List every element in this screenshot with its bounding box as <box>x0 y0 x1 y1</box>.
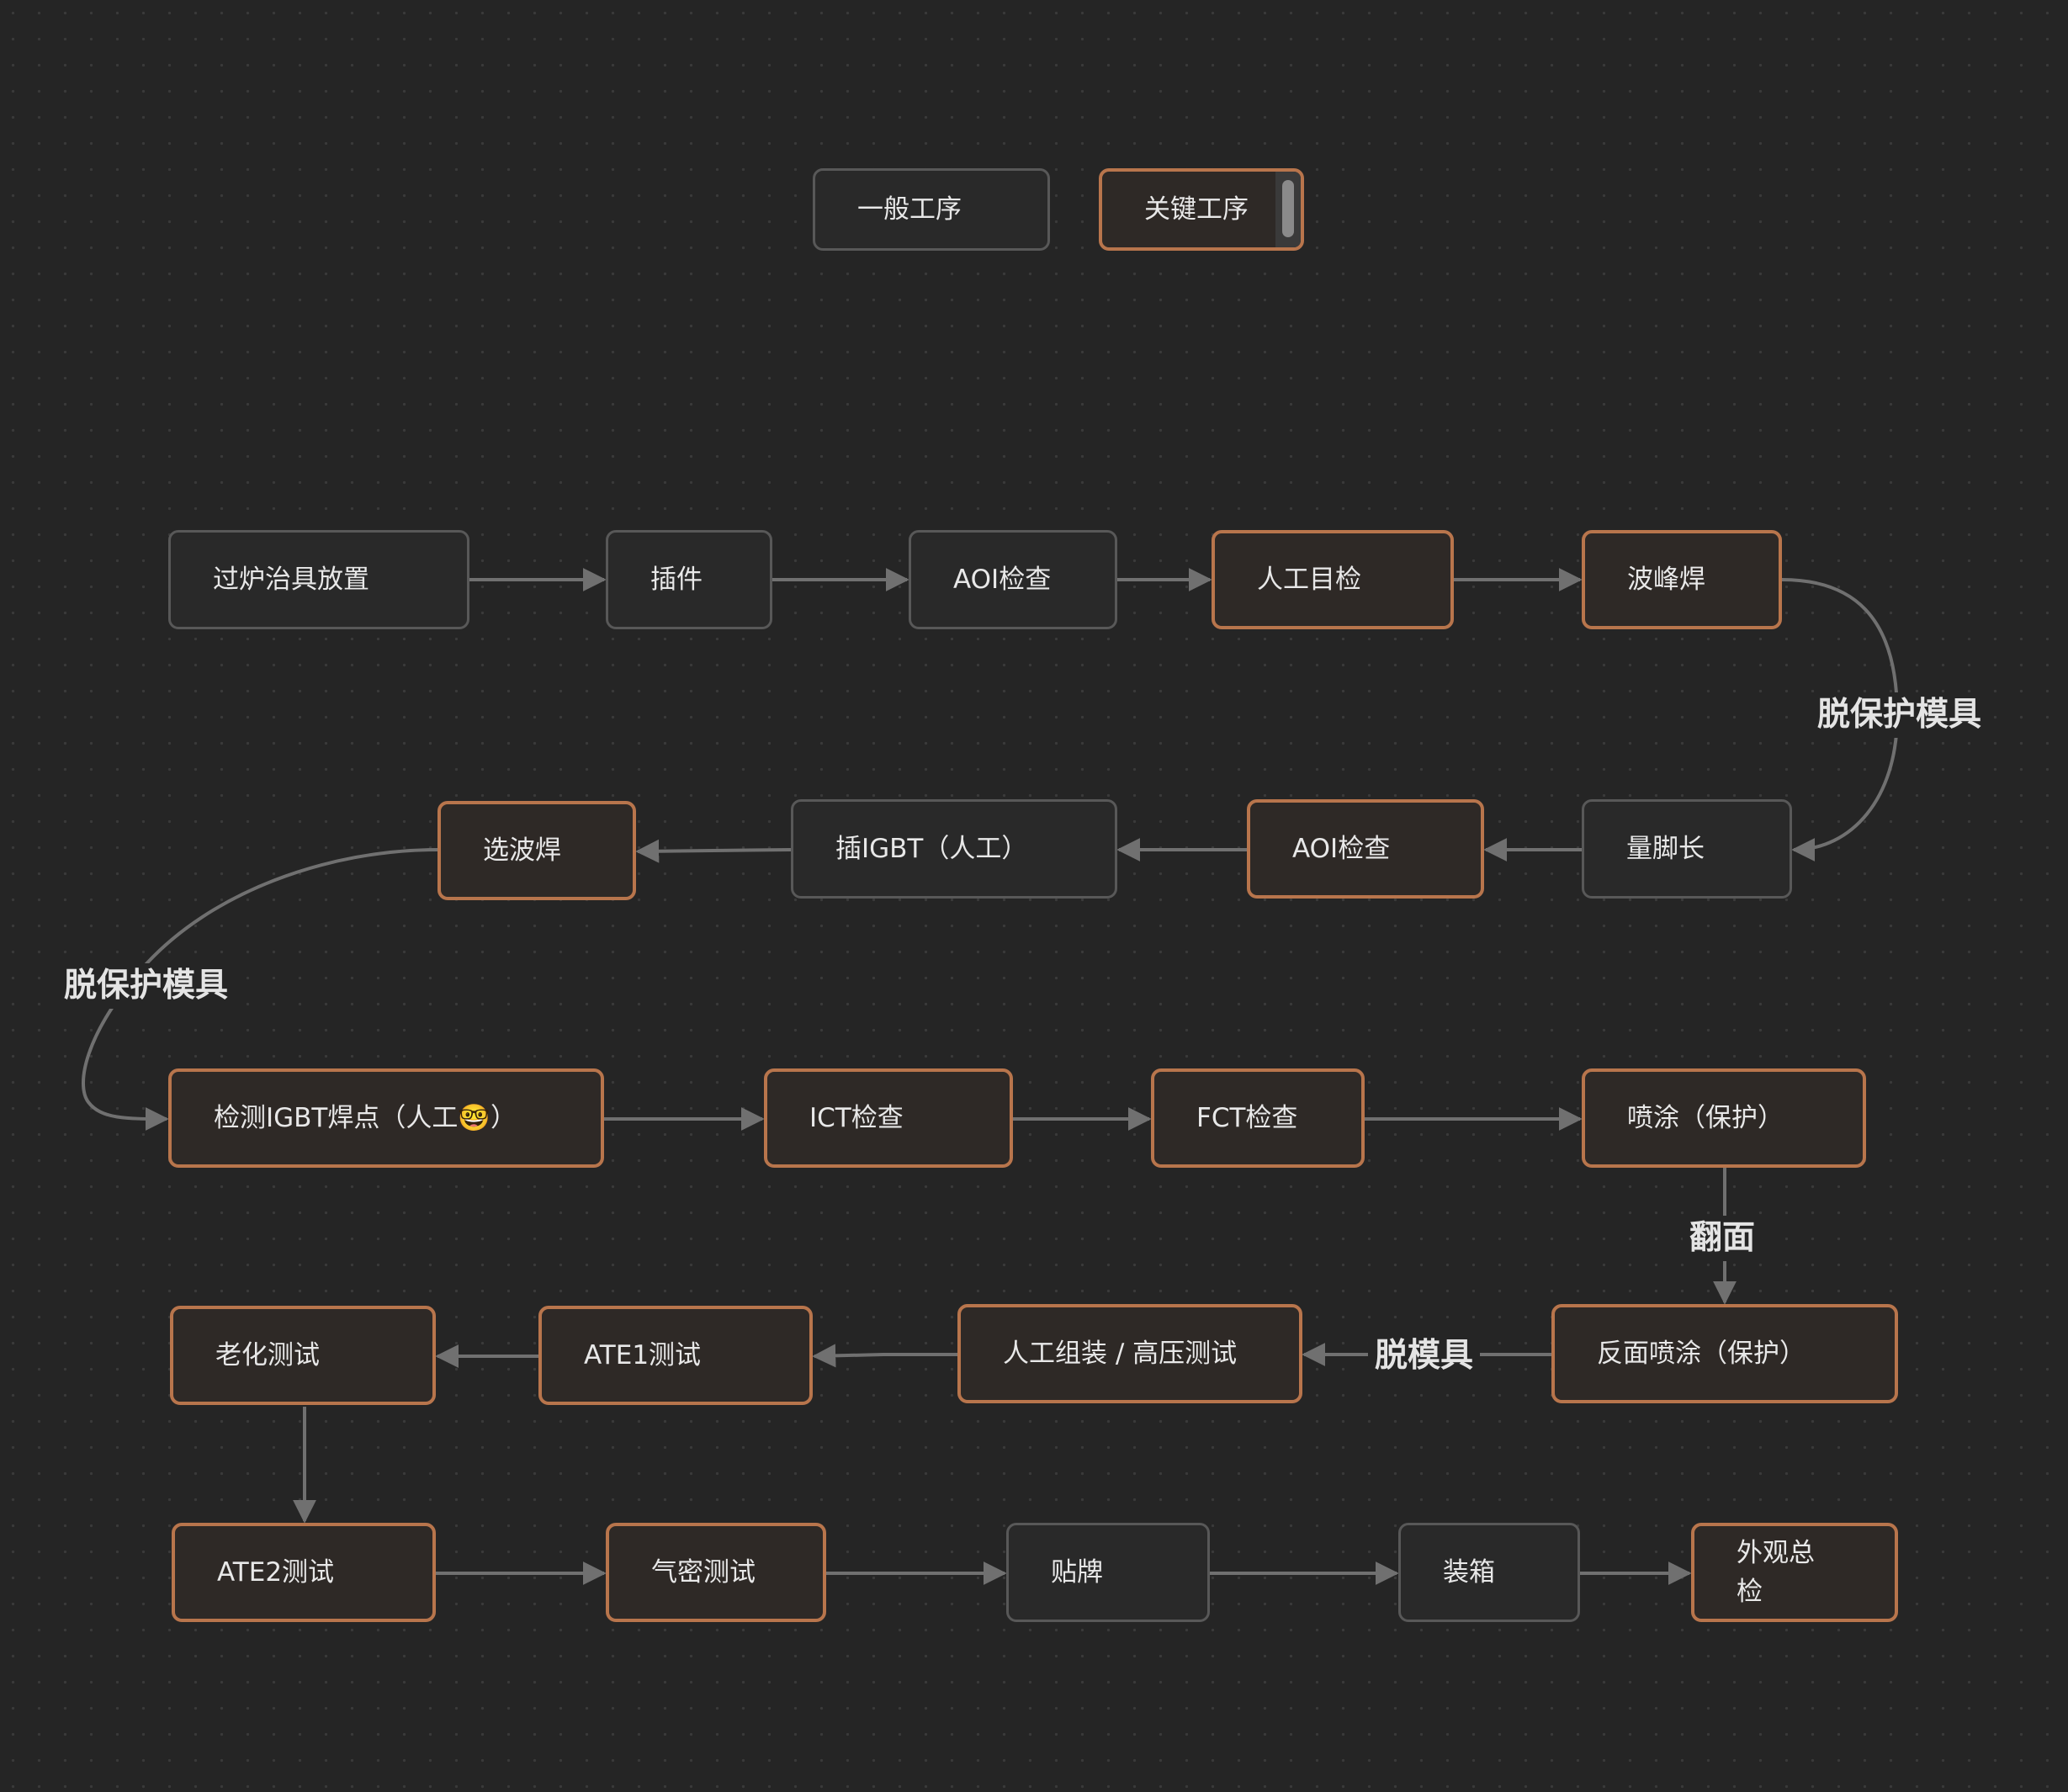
node-n10[interactable]: 检测IGBT焊点（人工🤓） <box>168 1068 604 1168</box>
node-n21[interactable]: 装箱 <box>1398 1523 1580 1622</box>
node-n20[interactable]: 贴牌 <box>1006 1523 1210 1622</box>
node-n7-label: AOI检查 <box>1292 834 1391 864</box>
node-n8-label: 插IGBT（人工） <box>835 834 1028 864</box>
node-n4-label: 人工目检 <box>1257 565 1361 595</box>
node-n18-label: ATE2测试 <box>217 1557 335 1588</box>
node-n5-label: 波峰焊 <box>1627 565 1705 595</box>
edge-label-n13-n14: 翻面 <box>1683 1216 1763 1261</box>
legend-key: 关键工序 <box>1099 168 1304 251</box>
node-n22-label: 外观总检 <box>1737 1538 1815 1607</box>
node-n1-label: 过炉治具放置 <box>213 565 369 595</box>
legend-key-label: 关键工序 <box>1144 194 1249 225</box>
node-n11-label: ICT检查 <box>809 1103 904 1133</box>
edge-n8-n9 <box>635 839 792 863</box>
node-n13-label: 喷涂（保护） <box>1627 1103 1784 1133</box>
node-n11[interactable]: ICT检查 <box>764 1068 1013 1168</box>
edge-label-n9-n10-text: 脱保护模具 <box>64 967 229 1005</box>
legend-general: 一般工序 <box>813 168 1050 251</box>
node-n8[interactable]: 插IGBT（人工） <box>791 799 1117 899</box>
legend-general-label: 一般工序 <box>857 194 962 225</box>
node-n15-label: 人工组装 / 高压测试 <box>1003 1339 1238 1369</box>
node-n6[interactable]: 量脚长 <box>1582 799 1792 899</box>
node-n6-label: 量脚长 <box>1626 834 1705 864</box>
node-n22[interactable]: 外观总检 <box>1691 1523 1898 1622</box>
node-n18[interactable]: ATE2测试 <box>172 1523 436 1622</box>
node-n13[interactable]: 喷涂（保护） <box>1582 1068 1866 1168</box>
legend-scrollbar-thumb[interactable] <box>1282 180 1294 237</box>
node-n20-label: 贴牌 <box>1051 1557 1103 1588</box>
edge-label-n9-n10: 脱保护模具 <box>57 963 236 1009</box>
edge-label-n5-n6-text: 脱保护模具 <box>1817 696 1982 734</box>
node-n2[interactable]: 插件 <box>606 530 772 629</box>
edge-label-n5-n6: 脱保护模具 <box>1811 692 1989 738</box>
node-n5[interactable]: 波峰焊 <box>1582 530 1782 629</box>
node-n17-label: 老化测试 <box>215 1340 320 1371</box>
node-n7[interactable]: AOI检查 <box>1247 799 1484 899</box>
node-n16-label: ATE1测试 <box>584 1340 702 1371</box>
node-n1[interactable]: 过炉治具放置 <box>168 530 469 629</box>
node-n15[interactable]: 人工组装 / 高压测试 <box>957 1304 1302 1403</box>
node-n17[interactable]: 老化测试 <box>170 1306 436 1405</box>
node-n3[interactable]: AOI检查 <box>909 530 1117 629</box>
node-n19-label: 气密测试 <box>651 1557 756 1588</box>
node-n14-label: 反面喷涂（保护） <box>1597 1339 1806 1369</box>
node-n16[interactable]: ATE1测试 <box>538 1306 813 1405</box>
node-n21-label: 装箱 <box>1443 1557 1495 1588</box>
node-n10-label: 检测IGBT焊点（人工🤓） <box>214 1103 517 1133</box>
node-n9[interactable]: 选波焊 <box>437 801 636 900</box>
node-n3-label: AOI检查 <box>953 565 1052 595</box>
edge-label-n14-n15-text: 脱模具 <box>1375 1337 1474 1375</box>
node-n2-label: 插件 <box>650 565 703 595</box>
edge-label-n14-n15: 脱模具 <box>1368 1333 1481 1379</box>
node-n4[interactable]: 人工目检 <box>1212 530 1454 629</box>
node-n12-label: FCT检查 <box>1196 1103 1298 1133</box>
node-n14[interactable]: 反面喷涂（保护） <box>1551 1304 1898 1403</box>
node-n12[interactable]: FCT检查 <box>1151 1068 1365 1168</box>
edge-label-n13-n14-text: 翻面 <box>1689 1219 1756 1257</box>
node-n9-label: 选波焊 <box>483 835 561 866</box>
edge-n15-n16 <box>812 1344 957 1368</box>
node-n19[interactable]: 气密测试 <box>606 1523 826 1622</box>
